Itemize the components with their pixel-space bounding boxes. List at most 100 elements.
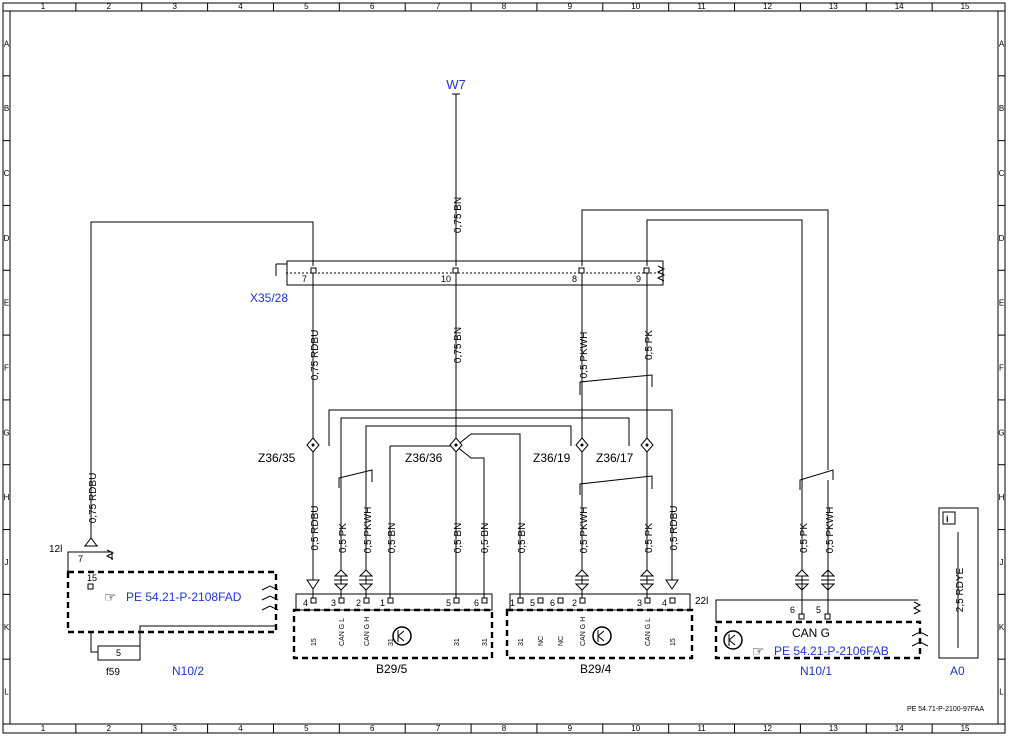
row-letter-left: H [4,493,10,502]
col-number-top: 9 [568,2,573,11]
n10-1-conn-label: 22l [695,596,708,607]
pin-number: 5 [446,598,451,608]
ref-link-n10-2[interactable]: PE 54.21-P-2108FAD [126,590,242,604]
col-number-top: 11 [697,2,706,11]
b29-5-module [292,593,494,660]
x35-28-connector: 7 10 8 9 [275,260,666,286]
z36-17-label: Z36/17 [596,451,634,465]
wire-label-b294-bn: 0,5 BN [517,523,528,554]
row-letter-left: J [5,558,9,567]
footer-code: PE 54.71-P-2100-97FAA [907,706,984,713]
col-number-top: 2 [107,2,112,11]
f59-pin-5: 5 [116,648,121,658]
pin-number: 6 [550,598,555,608]
pin-number: 2 [356,598,361,608]
x35-pin-7: 7 [302,274,307,284]
col-number-bottom: 3 [172,724,177,733]
connector-symbols [84,537,836,591]
x35-28-label: X35/28 [250,291,288,305]
n10-2-pin-15: 15 [87,573,97,583]
pin-function: NC [538,636,545,646]
pin-number: 2 [572,598,577,608]
b29-5-label: B29/5 [376,662,408,676]
wire-label-b295-rdbu: 0,5 RDBU [310,505,321,550]
reference-hand-icon-2[interactable]: ☞ [752,643,765,659]
wire-label-w7-bn: 0,75 BN [453,197,464,233]
row-letter-left: G [3,428,9,437]
row-letter-left: C [4,169,10,178]
ref-link-n10-1[interactable]: PE 54.21-P-2106FAB [774,644,889,658]
pin-function: 15 [311,638,318,646]
f59-label: f59 [106,667,120,678]
z36-36-label: Z36/36 [405,451,443,465]
splice-z36-35 [306,437,320,453]
wire-label-n10-2-rdbu: 0,75 RDBU [88,473,99,524]
column-grid: 1122334455667788991010111112121313141415… [41,2,970,733]
col-number-bottom: 9 [568,724,573,733]
row-letter-right: D [999,234,1005,243]
row-letter-right: A [999,39,1005,48]
row-letter-right: L [999,688,1004,697]
n10-2-pin-7: 7 [78,554,83,564]
col-number-bottom: 4 [238,724,243,733]
col-number-bottom: 2 [107,724,112,733]
pin-number: 5 [530,598,535,608]
row-letter-right: C [999,169,1005,178]
row-letter-right: G [998,428,1004,437]
n10-1-module [714,599,929,660]
pin-function: 15 [670,638,677,646]
col-number-bottom: 6 [370,724,375,733]
col-number-top: 8 [502,2,507,11]
col-number-bottom: 7 [436,724,441,733]
x35-pin-9: 9 [636,274,641,284]
n10-2-module [66,549,279,661]
a0-module [938,507,979,659]
col-number-top: 3 [172,2,177,11]
col-number-top: 6 [370,2,375,11]
pin-number: 3 [331,598,336,608]
x35-pin-8: 8 [572,274,577,284]
wire-label-a0-rdye: 2,5 RDYE [955,567,966,612]
pin-function: 31 [482,638,489,646]
wire-label-b295-pk: 0,5 PK [338,523,349,553]
wire-label-b295-pkwh: 0,5 PKWH [363,507,374,554]
wire-label-b295-bn: 0,5 BN [387,523,398,554]
n10-1-label: N10/1 [800,664,832,678]
row-letter-left: L [4,688,9,697]
n10-1-pin-5: 5 [816,605,821,615]
row-letter-right: J [1000,558,1004,567]
col-number-bottom: 14 [895,724,904,733]
wire-label-x35-pkwh: 0,5 PKWH [579,332,590,379]
pin-function: CAN G L [645,618,652,646]
a0-label: A0 [950,664,965,678]
col-number-top: 12 [763,2,772,11]
row-letter-left: E [4,299,9,308]
info-icon[interactable]: i [946,514,949,524]
col-number-top: 5 [304,2,309,11]
pin-function: CAN G L [339,618,346,646]
inner-frame [9,10,999,725]
col-number-top: 15 [961,2,970,11]
wire-label-n10-1-pk: 0,5 PK [799,523,810,553]
reference-hand-icon-1[interactable]: ☞ [104,589,117,605]
wire-label-n10-1-pkwh: 0,5 PKWH [825,507,836,554]
wire-label-x35-pk: 0,5 PK [644,330,655,360]
wire-label-x35-rdbu: 0,75 RDBU [310,330,321,381]
pin-number: 1 [380,598,385,608]
row-letter-left: A [4,39,10,48]
pin-function: NC [558,636,565,646]
col-number-bottom: 11 [697,724,706,733]
n10-2-label: N10/2 [172,664,204,678]
b29-4-module [505,593,694,660]
col-number-top: 1 [41,2,46,11]
pin-function: CAN G H [580,617,587,646]
pin-number: 4 [662,598,667,608]
wire-label-b294-pkwh: 0,5 PKWH [579,507,590,554]
wire-label-b294-pk: 0,5 PK [644,523,655,553]
col-number-bottom: 5 [304,724,309,733]
w7-label: W7 [446,77,466,92]
col-number-bottom: 1 [41,724,46,733]
row-letter-left: B [4,104,9,113]
